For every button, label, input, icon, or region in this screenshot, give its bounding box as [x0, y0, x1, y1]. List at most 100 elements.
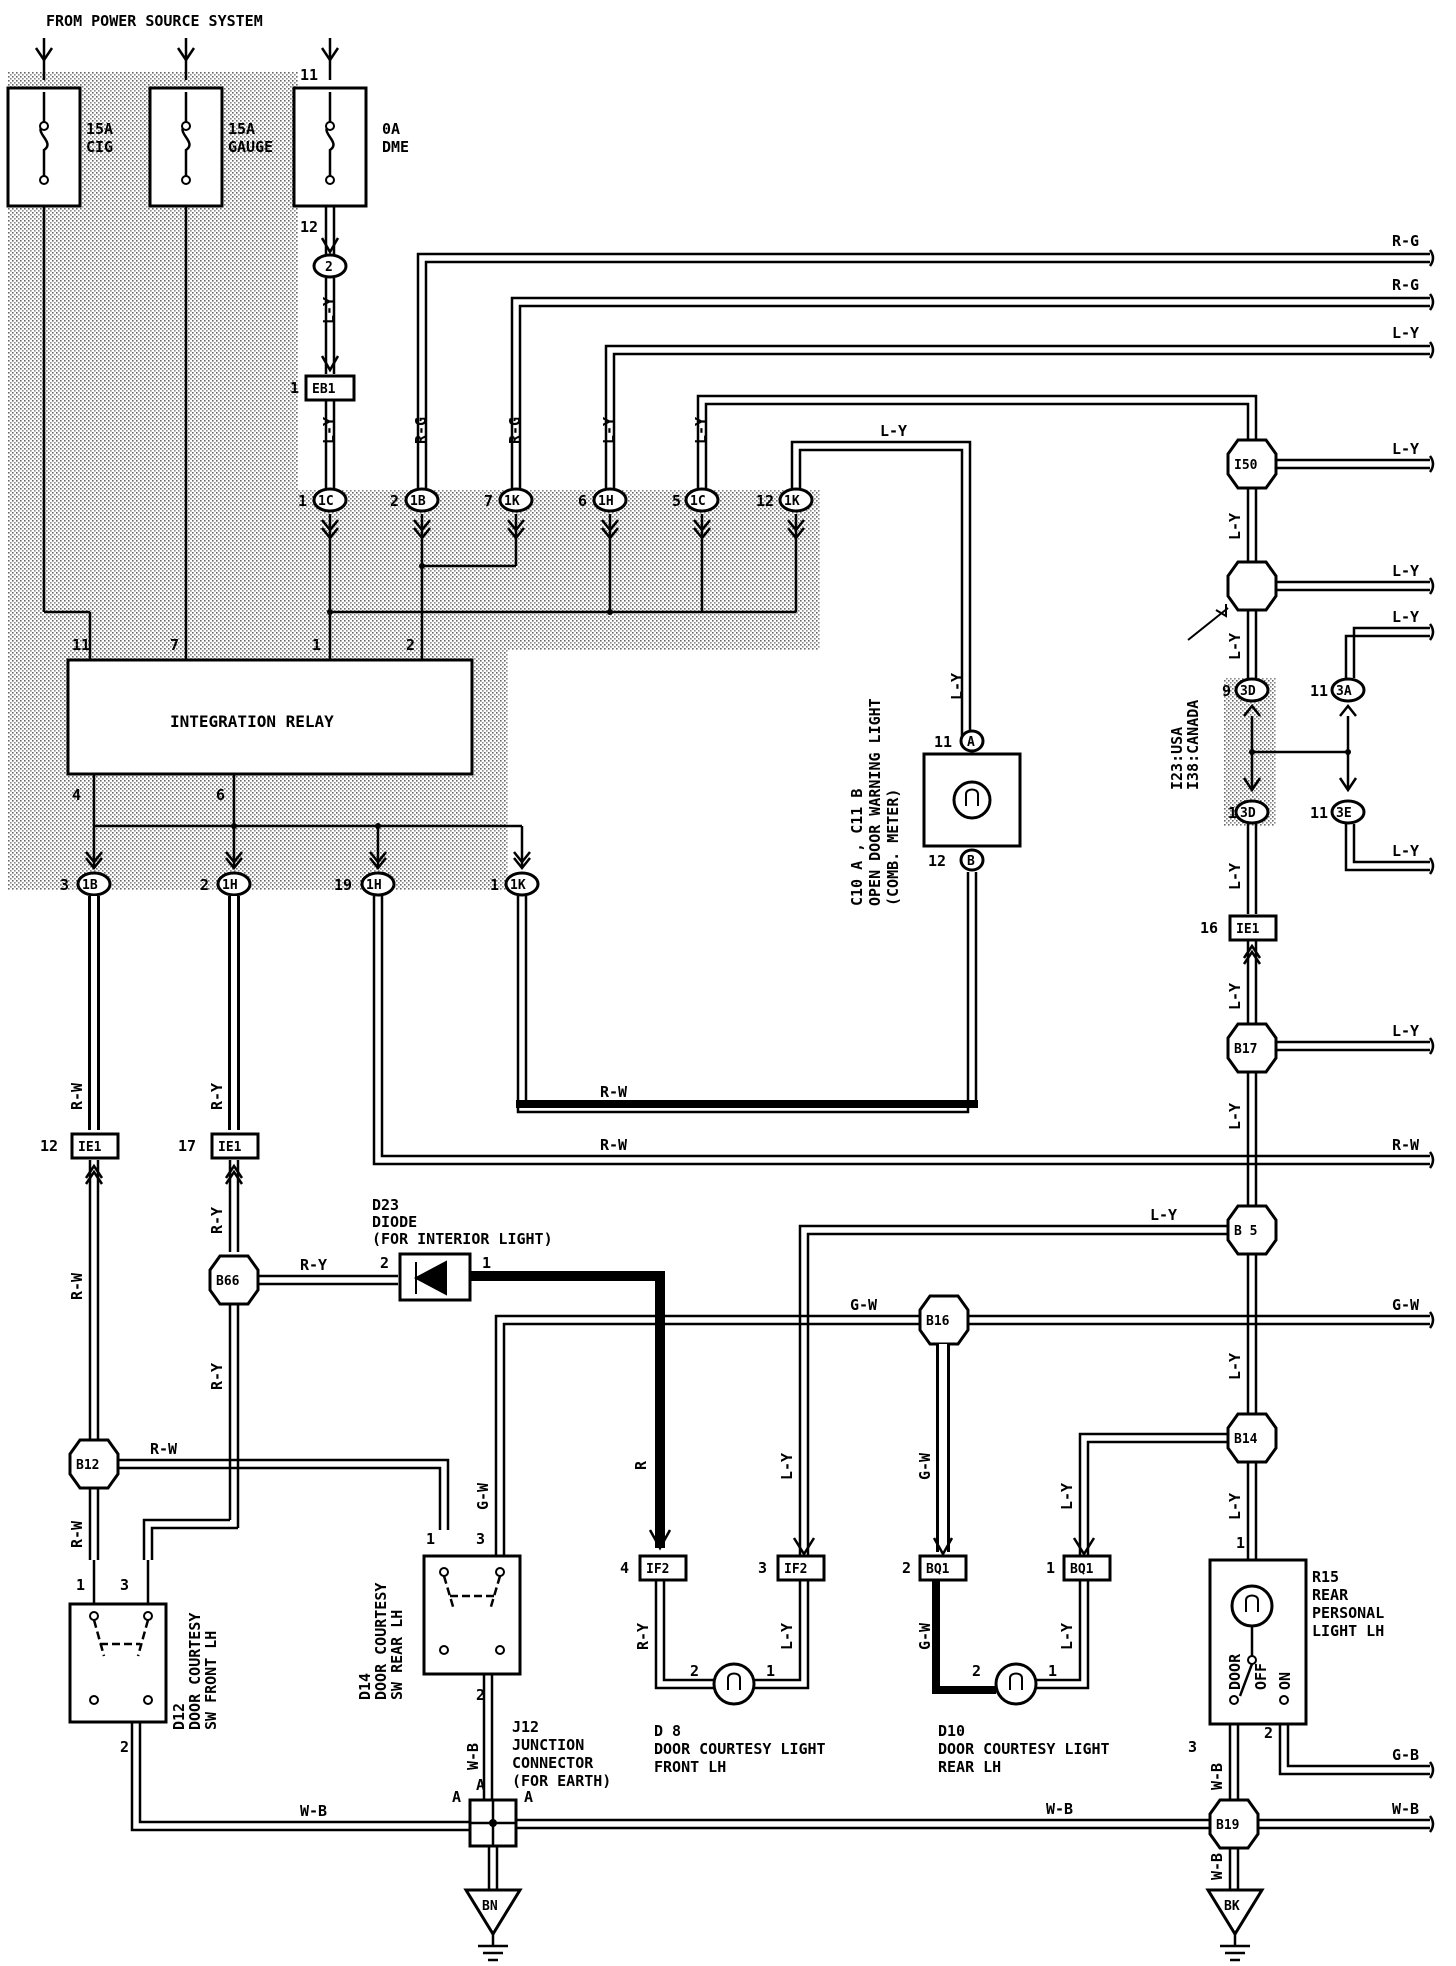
wire-label-ly-c10: L-Y — [948, 673, 966, 700]
diagram-label: 7 — [170, 636, 179, 654]
diagram-label: C10 A , C11 B — [848, 789, 866, 906]
diagram-label: W-B — [1208, 1853, 1226, 1880]
rw-loop: R-W — [516, 872, 978, 1114]
door-courtesy-light-front: IF2 4 IF2 3 2 1 R-Y L-Y D 8 DOOR COURTES… — [620, 1206, 1236, 1776]
diagram-label: I50 — [1234, 458, 1258, 473]
diagram-label: 1 — [76, 1576, 85, 1594]
junction-i50: I50 — [1226, 438, 1278, 490]
diagram-label: 3D — [1240, 806, 1256, 821]
connector-eb1-pin: 1 — [290, 379, 299, 397]
diagram-label: LIGHT LH — [1312, 1622, 1384, 1640]
diagram-label: B12 — [76, 1458, 99, 1473]
diagram-label: B 5 — [1234, 1224, 1257, 1239]
b66-diode: B66 R-Y 2 1 D23 DIODE (FOR INTERIOR LIGH… — [142, 1196, 672, 1560]
diagram-label: L-Y — [1226, 1353, 1244, 1380]
diagram-label: R-Y — [634, 1623, 652, 1650]
diagram-label: IF2 — [646, 1562, 669, 1577]
diagram-label: L-Y — [1226, 513, 1244, 540]
door-courtesy-light-rear: B16 G-W BQ1 2 BQ1 1 2 1 G-W L-Y D10 DOOR… — [902, 1294, 1236, 1776]
diagram-label: 3E — [1336, 806, 1352, 821]
diagram-label: A — [524, 1788, 533, 1806]
fuse-cig-rating: 15A — [86, 120, 113, 138]
diagram-label: R-W — [68, 1082, 86, 1110]
diagram-label: 11 — [1310, 682, 1328, 700]
right-wire-rg1: R-G — [1392, 232, 1419, 250]
wire-label-ly-1c5: L-Y — [692, 417, 710, 444]
diagram-label: L-Y — [1392, 608, 1419, 626]
dme-feed: 2 L-Y EB1 1 L-Y — [290, 206, 356, 488]
ground-bk: BK — [1224, 1899, 1240, 1914]
diagram-label: BQ1 — [926, 1562, 950, 1577]
diagram-label: DOOR COURTESY — [186, 1613, 204, 1730]
diagram-label: B14 — [1234, 1432, 1258, 1447]
diagram-label: 1C — [318, 494, 334, 509]
diagram-label: 1K — [510, 878, 526, 893]
diagram-label: W-B — [300, 1802, 327, 1820]
diagram-label: L-Y — [1058, 1483, 1076, 1510]
fuse-gauge-name: GAUGE — [228, 138, 273, 156]
diagram-label: OPEN DOOR WARNING LIGHT — [866, 698, 884, 906]
diagram-label: D14 — [356, 1673, 374, 1700]
open-door-warning-light: A 11 B 12 C10 A , C11 B OPEN DOOR WARNIN… — [848, 673, 1022, 906]
junction-b66: B66 — [208, 1254, 260, 1306]
diagram-label: R-W — [68, 1520, 86, 1548]
junction-connector-j12: A A A J12 JUNCTION CONNECTOR (FOR EARTH)… — [452, 1718, 1210, 1962]
diagram-label: 1 — [1048, 1662, 1057, 1680]
diagram-label: 12 — [40, 1137, 58, 1155]
diagram-label: R-Y — [208, 1083, 226, 1110]
diode-desc: (FOR INTERIOR LIGHT) — [372, 1230, 553, 1248]
diagram-label: L-Y — [1226, 863, 1244, 890]
diagram-label: D10 — [938, 1722, 965, 1740]
diagram-label: 3 — [758, 1559, 767, 1577]
diagram-label: R15 — [1312, 1568, 1339, 1586]
diagram-label: REAR — [1312, 1586, 1349, 1604]
diagram-label: 2 — [902, 1559, 911, 1577]
diagram-label: 3 — [476, 1530, 485, 1548]
fuse-cig: 15A CIG — [6, 86, 113, 208]
diagram-label: 12 — [756, 492, 774, 510]
diagram-label: L-Y — [1058, 1623, 1076, 1650]
fuse-cig-name: CIG — [86, 138, 113, 156]
left-ie1-harness: R-W R-Y IE1 12 IE1 17 R-W R-Y — [40, 896, 260, 1440]
diagram-label: 1H — [366, 878, 382, 893]
door-courtesy-sw-front: 1 3 2 D12 DOOR COURTESY SW FRONT LH W-B — [68, 1560, 488, 1832]
relay-bottom-connectors: 1B 3 1H 2 1H 19 1K 1 — [60, 871, 540, 897]
diagram-label: 1 — [490, 876, 499, 894]
diagram-label: 1 — [482, 1254, 491, 1272]
diagram-label: A — [476, 1776, 485, 1794]
relay-name: INTEGRATION RELAY — [170, 712, 334, 731]
diagram-label: L-Y — [1392, 1022, 1419, 1040]
b12-junction: B12 R-W R-W — [68, 1438, 450, 1560]
fuse-gauge: 15A GAUGE — [148, 86, 273, 208]
junction-b14: B14 — [1226, 1412, 1278, 1464]
fuse-dme-name: DME — [382, 138, 409, 156]
diagram-label: DOOR — [1226, 1653, 1244, 1690]
fuse-dme: 0A DME 11 12 — [292, 66, 409, 236]
diagram-label: B16 — [926, 1314, 950, 1329]
junction-b12: B12 — [68, 1438, 120, 1490]
diagram-label: 2 — [972, 1662, 981, 1680]
diagram-label: 7 — [484, 492, 493, 510]
fuse-dme-pin-in: 11 — [300, 66, 318, 84]
right-wire-rw: R-W — [1392, 1136, 1420, 1154]
diagram-label: 2 — [380, 1254, 389, 1272]
junction-b16: B16 — [918, 1294, 970, 1346]
diagram-label: 2 — [390, 492, 399, 510]
diagram-label: G-W — [916, 1452, 934, 1480]
diagram-label: 11 — [1310, 804, 1328, 822]
diagram-label: CONNECTOR — [512, 1754, 594, 1772]
rw-right-wire: R-W R-W — [372, 896, 1430, 1166]
diagram-label: L-Y — [778, 1623, 796, 1650]
diagram-label: L-Y — [778, 1453, 796, 1480]
diagram-label: 1 — [766, 1662, 775, 1680]
diagram-label: R-W — [600, 1136, 628, 1154]
wire-label-rg-1k: R-G — [506, 417, 524, 444]
diagram-label: 16 — [1200, 919, 1218, 937]
diagram-label: 3 — [1188, 1738, 1197, 1756]
rear-personal-light: 1 DOOR OFF ON R15 REAR PERSONAL LIGHT LH… — [1188, 1534, 1430, 1962]
diagram-label: 2 — [476, 1686, 485, 1704]
diagram-label: 1H — [598, 494, 614, 509]
diagram-label: G-B — [1392, 1746, 1419, 1764]
diagram-label: R-W — [68, 1272, 86, 1300]
diagram-label: R-Y — [208, 1363, 226, 1390]
